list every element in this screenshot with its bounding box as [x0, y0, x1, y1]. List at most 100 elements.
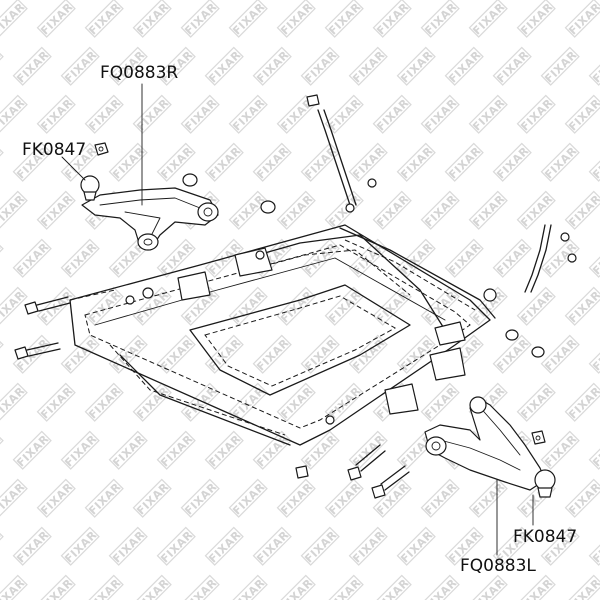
watermark-text: FIXAR — [278, 384, 315, 421]
watermark-tile: FIXAR — [252, 142, 292, 182]
watermark-box — [156, 142, 196, 182]
watermark-box — [540, 526, 580, 566]
watermark-tile: FIXAR — [12, 238, 52, 278]
watermark-box — [300, 142, 340, 182]
watermark-tile: FIXAR — [204, 142, 244, 182]
watermark-text: FIXAR — [422, 384, 459, 421]
watermark-text: FIXAR — [302, 48, 339, 85]
watermark-box — [324, 0, 364, 38]
watermark-text: FIXAR — [38, 384, 75, 421]
watermark-box — [492, 526, 532, 566]
watermark-box — [540, 46, 580, 86]
watermark-box — [324, 574, 364, 600]
watermark-text: FIXAR — [134, 96, 171, 133]
watermark-box — [516, 286, 556, 326]
watermark-box — [276, 382, 316, 422]
watermark-tile: FIXAR — [156, 526, 196, 566]
watermark-box — [132, 286, 172, 326]
watermark-tile: FIXAR — [324, 0, 364, 38]
watermark-tile: FIXAR — [324, 574, 364, 600]
watermark-box — [228, 286, 268, 326]
watermark-text: FIXAR — [254, 336, 291, 373]
watermark-tile: FIXAR — [0, 334, 4, 374]
watermark-box — [396, 46, 436, 86]
watermark-text: FIXAR — [542, 48, 579, 85]
watermark-box — [0, 142, 4, 182]
watermark-box — [60, 46, 100, 86]
watermark-tile: FIXAR — [12, 526, 52, 566]
watermark-tile: FIXAR — [36, 478, 76, 518]
watermark-box — [276, 574, 316, 600]
watermark-box — [516, 190, 556, 230]
watermark-text: FIXAR — [494, 336, 531, 373]
watermark-tile: FIXAR — [228, 574, 268, 600]
watermark-box — [228, 94, 268, 134]
watermark-box — [108, 430, 148, 470]
watermark-tile: FIXAR — [132, 382, 172, 422]
watermark-box — [588, 142, 600, 182]
watermark-text: FIXAR — [590, 240, 600, 277]
watermark-box — [204, 238, 244, 278]
watermark-box — [12, 526, 52, 566]
watermark-box — [276, 478, 316, 518]
watermark-box — [0, 0, 28, 38]
watermark-tile: FIXAR — [540, 430, 580, 470]
watermark-tile: FIXAR — [132, 574, 172, 600]
watermark-box — [252, 430, 292, 470]
watermark-box — [348, 334, 388, 374]
watermark-tile: FIXAR — [132, 478, 172, 518]
watermark-text: FIXAR — [566, 0, 600, 37]
watermark-text: FIXAR — [422, 288, 459, 325]
watermark-tile: FIXAR — [276, 478, 316, 518]
watermark-box — [84, 382, 124, 422]
watermark-tile: FIXAR — [0, 238, 4, 278]
watermark-tile: FIXAR — [0, 430, 4, 470]
watermark-text: FIXAR — [374, 0, 411, 37]
watermark-text: FIXAR — [110, 336, 147, 373]
watermark-tile: FIXAR — [516, 382, 556, 422]
watermark-tile: FIXAR — [420, 478, 460, 518]
watermark-tile: FIXAR — [84, 0, 124, 38]
watermark-text: FIXAR — [590, 336, 600, 373]
watermark-tile: FIXAR — [204, 334, 244, 374]
watermark-box — [420, 286, 460, 326]
watermark-box — [252, 526, 292, 566]
watermark-text: FIXAR — [542, 144, 579, 181]
ball-joint-nut-right — [94, 142, 109, 156]
watermark-box — [0, 382, 28, 422]
watermark-tile: FIXAR — [444, 142, 484, 182]
watermark-text: FIXAR — [14, 240, 51, 277]
watermark-box — [84, 0, 124, 38]
watermark-tile: FIXAR — [588, 526, 600, 566]
watermark-box — [444, 526, 484, 566]
watermark-text: FIXAR — [158, 240, 195, 277]
watermark-box — [564, 478, 600, 518]
watermark-tile: FIXAR — [348, 238, 388, 278]
watermark-box — [324, 478, 364, 518]
watermark-box — [540, 142, 580, 182]
watermark-box — [228, 190, 268, 230]
watermark-tile: FIXAR — [84, 382, 124, 422]
watermark-text: FIXAR — [110, 528, 147, 565]
watermark-text: FIXAR — [14, 528, 51, 565]
watermark-tile: FIXAR — [84, 94, 124, 134]
watermark-tile: FIXAR — [564, 478, 600, 518]
watermark-tile: FIXAR — [516, 94, 556, 134]
watermark-box — [468, 574, 508, 600]
control-arm-left — [424, 396, 556, 498]
watermark-text: FIXAR — [38, 96, 75, 133]
watermark-tile: FIXAR — [60, 334, 100, 374]
watermark-box — [372, 190, 412, 230]
watermark-tile: FIXAR — [300, 430, 340, 470]
watermark-tile: FIXAR — [564, 94, 600, 134]
watermark-box — [300, 46, 340, 86]
watermark-box — [60, 526, 100, 566]
watermark-box — [12, 142, 52, 182]
watermark-box — [564, 94, 600, 134]
watermark-tile: FIXAR — [564, 574, 600, 600]
watermark-tile: FIXAR — [540, 334, 580, 374]
watermark-tile: FIXAR — [252, 526, 292, 566]
watermark-text: FIXAR — [398, 48, 435, 85]
watermark-box — [0, 46, 4, 86]
watermark-tile: FIXAR — [396, 142, 436, 182]
